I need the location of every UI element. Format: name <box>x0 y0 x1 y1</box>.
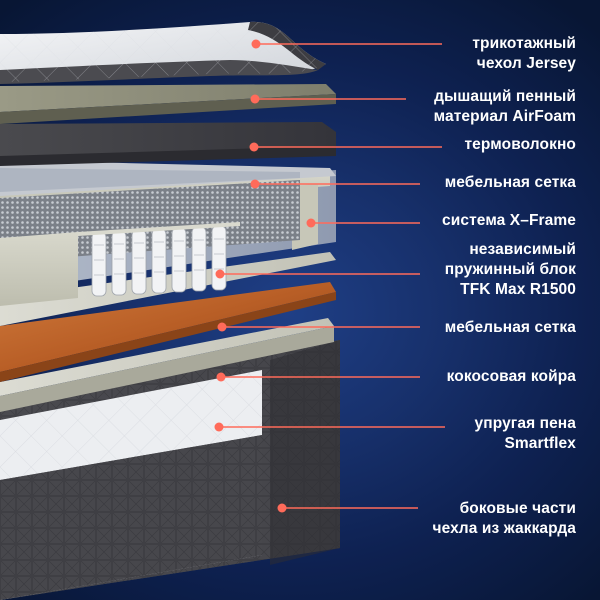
coir-layer <box>0 282 336 382</box>
leader-dot-smartflex <box>214 422 224 432</box>
label-line: упругая пена <box>474 415 576 432</box>
leader-dot-thermofiber <box>249 142 259 152</box>
label-line: мебельная сетка <box>444 174 576 191</box>
leader-dot-airfoam <box>250 94 260 104</box>
label-thermofiber: термоволокно <box>464 135 576 155</box>
leader-dot-furniture-mesh-bottom <box>217 322 227 332</box>
label-line: термоволокно <box>464 136 576 153</box>
leader-dot-jacquard-sides <box>277 503 287 513</box>
leader-dot-coconut-coir <box>216 372 226 382</box>
label-line: кокосовая койра <box>446 368 576 385</box>
label-coconut-coir: кокосовая койра <box>447 367 576 387</box>
leader-lines <box>214 39 445 513</box>
mesh-top-layer <box>0 160 336 196</box>
leader-dot-spring-block <box>215 269 225 279</box>
label-line: чехла из жаккарда <box>432 520 576 537</box>
label-spring-block: независимый пружинный блок TFK Max R1500 <box>445 240 576 300</box>
label-x-frame: система X–Frame <box>442 211 576 231</box>
leader-dot-x-frame <box>306 218 316 228</box>
label-smartflex: упругая пена Smartflex <box>475 414 576 454</box>
label-line: мебельная сетка <box>444 319 576 336</box>
spring-block-layer <box>0 170 336 306</box>
label-line: TFK Max R1500 <box>460 281 576 298</box>
label-mesh-top: мебельная сетка <box>445 173 576 193</box>
label-line: дышащий пенный <box>434 88 576 105</box>
jersey-cover-layer <box>0 21 326 84</box>
label-line: Smartflex <box>504 435 576 452</box>
label-line: система X–Frame <box>442 212 576 229</box>
label-jacquard-sides: боковые части чехла из жаккарда <box>432 499 576 539</box>
airfoam-layer <box>0 84 336 124</box>
label-line: боковые части <box>459 500 576 517</box>
label-jersey-cover: трикотажный чехол Jersey <box>472 34 576 74</box>
base-layer <box>0 340 340 600</box>
smartflex-layer <box>0 318 334 412</box>
leader-dot-jersey-cover <box>251 39 261 49</box>
label-line: пружинный блок <box>444 261 576 278</box>
label-airfoam: дышащий пенный материал AirFoam <box>434 87 576 127</box>
label-line: материал AirFoam <box>433 108 576 125</box>
thermofiber-layer <box>0 122 336 166</box>
label-line: независимый <box>469 241 576 258</box>
mesh-bottom-layer <box>0 252 336 326</box>
label-line: чехол Jersey <box>476 55 576 72</box>
label-mesh-bottom: мебельная сетка <box>445 318 576 338</box>
leader-dot-furniture-mesh-top <box>250 179 260 189</box>
label-line: трикотажный <box>472 35 576 52</box>
